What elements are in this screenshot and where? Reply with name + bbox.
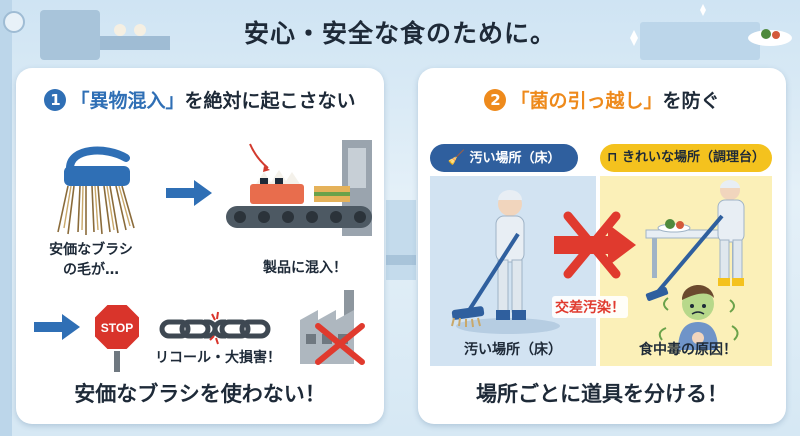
clean-zone-label-text: きれいな場所（調理台） xyxy=(621,150,765,165)
stop-sign-icon: STOP xyxy=(93,303,141,372)
title-rest-1: を絶対に起こさない xyxy=(184,90,356,112)
bottom-message-2: 場所ごとに道具を分ける！ xyxy=(476,382,728,406)
panel-title-1: 1「異物混入」を絶対に起こさない xyxy=(16,86,384,113)
title-highlight-1: 「異物混入」 xyxy=(70,90,185,112)
caption-poison: 食中毒の原因！ xyxy=(639,342,737,358)
caption-dirty: 汚い場所（床） xyxy=(464,342,562,358)
dirty-zone-label-text: 汚い場所（床） xyxy=(469,151,561,166)
dirty-zone-label: 🧹 汚い場所（床） xyxy=(430,144,578,172)
step-number-2: 2 xyxy=(484,89,507,111)
foreign-matter-panel: 1「異物混入」を絶対に起こさない 安価なブラシ の毛が… xyxy=(16,68,384,424)
bottom-message-1: 安価なブラシを使わない！ xyxy=(74,382,326,406)
caption-product: 製品に混入！ xyxy=(263,260,347,276)
title-highlight-2: 「菌の引っ越し」 xyxy=(510,90,663,112)
broken-chain-icon xyxy=(159,311,271,345)
arrow-icon xyxy=(166,180,212,206)
arrow-icon xyxy=(34,314,80,340)
red-cross-icon xyxy=(554,211,636,279)
caption-recall: リコール・大損害！ xyxy=(155,350,281,366)
conveyor-icon xyxy=(226,140,372,236)
brush-icon xyxy=(57,146,135,235)
factory-icon xyxy=(300,290,365,365)
title-rest-2: を防ぐ xyxy=(662,90,720,112)
page-title: 安心・安全な食のために。 xyxy=(243,19,556,48)
cross-contamination-label: 交差汚染！ xyxy=(552,296,628,318)
clean-zone-label: ⊓ きれいな場所（調理台） xyxy=(600,144,772,172)
clean-scene-icon xyxy=(645,180,745,350)
worker-icon xyxy=(451,190,560,334)
stop-sign-text: STOP xyxy=(101,321,133,335)
panel-title-2: 2「菌の引っ越し」を防ぐ xyxy=(418,86,786,113)
sick-child-icon xyxy=(658,284,739,350)
broom-icon: 🧹 xyxy=(447,150,465,166)
table-icon: ⊓ xyxy=(607,150,618,165)
step-number-1: 1 xyxy=(44,89,67,111)
caption-brush: 安価なブラシ の毛が… xyxy=(49,242,133,278)
